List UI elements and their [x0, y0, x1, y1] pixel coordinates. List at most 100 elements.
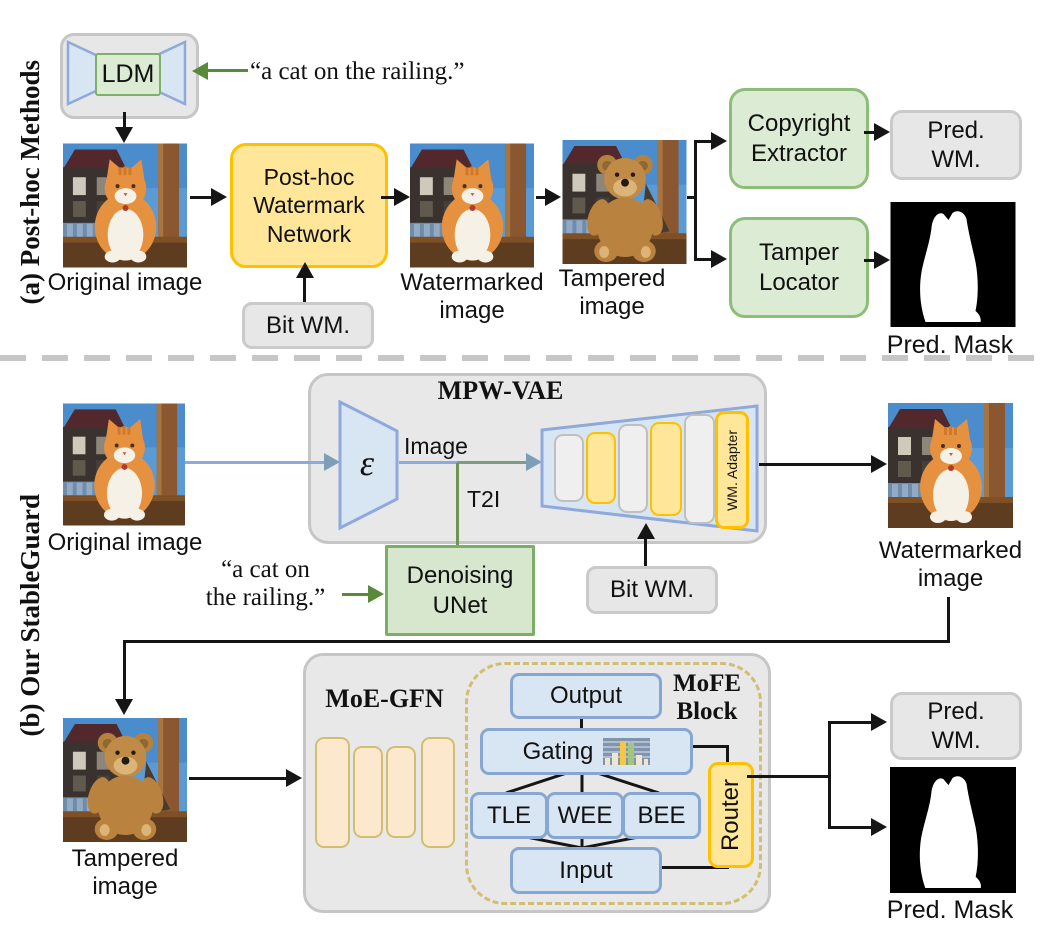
feedback-line-across — [123, 640, 950, 643]
watermarked-image-b — [888, 403, 1013, 528]
wm-adapter-label: WM. Adapter — [724, 429, 740, 511]
watermarked-image-a — [410, 143, 534, 268]
arrow-locator-out-shaft — [864, 259, 876, 262]
arrow-wm-to-tampered-shaft — [536, 196, 547, 199]
arrow-decoder-out-head — [871, 455, 887, 473]
ldm-trapezoids-icon — [66, 40, 187, 106]
pred-wm-b-box: Pred. WM. — [890, 692, 1022, 760]
moe-out-split-vline — [828, 721, 831, 829]
decoder-bar-1 — [554, 434, 584, 502]
arrow-to-extractor-shaft — [694, 140, 712, 143]
arrow-orig-to-network-shaft — [190, 196, 212, 199]
ldm-down-arrow-shaft — [123, 112, 126, 129]
decoder-bar-5 — [684, 414, 715, 524]
latent-line-green — [457, 461, 527, 464]
mofe-block-outline — [465, 662, 762, 905]
arrow-to-extractor-head — [711, 132, 727, 150]
mofe-expert-bee: BEE — [622, 792, 701, 839]
mofe-router-label: Router — [717, 778, 745, 852]
decoder-bar-2 — [586, 432, 616, 504]
arrow-into-decoder-head — [526, 453, 542, 471]
arrow-network-to-wm-shaft — [381, 196, 396, 199]
arrow-to-locator-shaft — [694, 258, 712, 261]
tampered-caption-b: Tampered image — [71, 845, 179, 900]
t2i-label: T2I — [467, 486, 501, 512]
bitwm-a-label: Bit WM. — [266, 311, 350, 339]
bitwm-b-arrow-head — [637, 523, 655, 539]
arrow-extractor-out-shaft — [864, 131, 876, 134]
pred-wm-a-label: Pred. WM. — [927, 116, 985, 173]
mofe-output-box: Output — [510, 673, 662, 719]
tampered-image-a — [562, 140, 687, 264]
original-caption-b: Original image — [47, 529, 203, 556]
arrow-locator-out-head — [874, 251, 890, 269]
copyright-extractor-box: Copyright Extractor — [729, 88, 869, 189]
ldm-box: LDM — [95, 53, 161, 96]
arrow-to-mask-b-head — [871, 818, 887, 836]
feedback-arrow-head — [115, 699, 133, 715]
moe-bar-1 — [315, 737, 350, 848]
wm-adapter-bar: WM. Adapter — [715, 411, 749, 529]
posthoc-network-label: Post-hoc Watermark Network — [253, 164, 365, 247]
ldm-down-arrow-head — [115, 127, 133, 143]
split-junction-stub — [687, 196, 697, 199]
pred-mask-caption-a: Pred. Mask — [886, 331, 1014, 359]
mofe-input-box: Input — [510, 847, 662, 894]
line-output-gating — [580, 712, 583, 728]
feedback-line-down — [947, 597, 950, 643]
t2i-branch-line — [456, 463, 459, 545]
section-divider — [0, 355, 1048, 361]
prompt-text-b-line1: “a cat on — [221, 556, 310, 583]
moe-gfn-title: MoE-GFN — [325, 684, 444, 713]
mofe-expert-wee-label: WEE — [557, 801, 613, 829]
moe-bar-2 — [353, 746, 383, 838]
copyright-extractor-label: Copyright Extractor — [747, 110, 851, 167]
pred-mask-image-a — [890, 202, 1016, 327]
tampered-image-b — [63, 717, 187, 843]
mpw-vae-title: MPW-VAE — [437, 376, 564, 405]
arrow-to-predwm-b-head — [871, 713, 887, 731]
arrow-to-predwm-b-shaft — [828, 721, 873, 724]
original-image-a — [63, 143, 187, 268]
prompt-arrow-a-head — [192, 62, 208, 80]
original-caption-a: Original image — [47, 269, 203, 296]
mofe-expert-wee: WEE — [546, 792, 624, 839]
prompt-text-b-line2: the railing.” — [205, 584, 326, 611]
mofe-input-label: Input — [559, 856, 613, 884]
tamper-locator-box: Tamper Locator — [729, 217, 869, 318]
watermarked-caption-b: Watermarked image — [878, 537, 1023, 592]
pred-mask-image-b — [890, 767, 1016, 893]
arrow-img-to-encoder-head — [324, 453, 340, 471]
prompt-text-b: “a cat on the railing.” — [168, 556, 363, 612]
pred-mask-caption-b: Pred. Mask — [886, 896, 1014, 924]
denoising-unet-label: Denoising UNet — [406, 562, 514, 619]
arrow-img-to-encoder-shaft — [185, 461, 325, 464]
gating-bar-chart-icon — [603, 738, 651, 765]
arrow-to-locator-head — [711, 250, 727, 268]
encoder-symbol: ε — [359, 443, 375, 483]
arrow-network-to-wm-head — [394, 188, 410, 206]
split-junction-vline — [694, 140, 697, 261]
arrow-tampered-to-moe-head — [286, 769, 302, 787]
image-label: Image — [404, 433, 468, 459]
encoder-trapezoid — [338, 400, 399, 530]
moe-bar-4 — [421, 737, 455, 848]
bitwm-b-box: Bit WM. — [586, 566, 718, 614]
arrow-to-mask-b-shaft — [828, 826, 873, 829]
arrow-wm-to-tampered-head — [545, 188, 561, 206]
bitwm-b-label: Bit WM. — [610, 576, 694, 604]
mofe-gating-label: Gating — [522, 737, 594, 765]
mofe-router-box: Router — [708, 762, 754, 868]
moe-out-line — [747, 775, 831, 778]
pred-wm-a-box: Pred. WM. — [890, 110, 1022, 180]
bitwm-a-box: Bit WM. — [242, 302, 374, 349]
mofe-block-title: MoFE Block — [672, 670, 742, 725]
decoder-bar-4 — [650, 422, 682, 516]
prompt-arrow-b-shaft — [342, 593, 370, 596]
prompt-arrow-a-shaft — [206, 69, 248, 72]
tampered-caption-a: Tampered image — [558, 265, 666, 320]
mofe-expert-tle-label: TLE — [486, 801, 531, 829]
line-input-to-router-h — [656, 866, 729, 869]
section-b-label-text: (b) Our StableGuard — [14, 493, 45, 737]
